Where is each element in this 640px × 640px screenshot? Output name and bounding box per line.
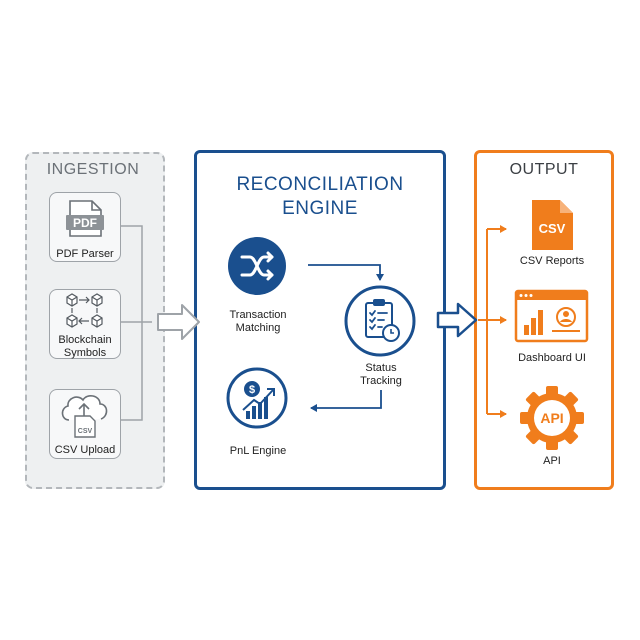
api-icon-text: API (540, 410, 563, 426)
transaction-matching-label: Transaction Matching (212, 309, 304, 335)
csv-reports-label: CSV Reports (519, 255, 585, 267)
engine-title: RECONCILIATION ENGINE (194, 173, 446, 221)
tracking-to-pnl-arrow (310, 390, 382, 412)
tracking-label-line-2: Tracking (360, 375, 402, 387)
api-gear-icon: API (520, 386, 584, 450)
pdf-parser-label: PDF Parser (56, 248, 114, 260)
output-connector (478, 225, 507, 418)
dollar-growth-chart-icon: $ (226, 367, 288, 429)
blockchain-cubes-icon (66, 293, 103, 328)
blockchain-label-line-2: Symbols (63, 347, 107, 359)
ingestion-connector (121, 225, 152, 421)
api-label: API (543, 455, 561, 467)
cloud-upload-csv-icon: CSV (61, 395, 108, 438)
blockchain-label-line-1: Blockchain (58, 334, 112, 346)
clipboard-clock-icon (344, 285, 416, 357)
pdf-icon-text: PDF (73, 216, 97, 230)
matching-label-line-2: Matching (235, 322, 281, 334)
ingestion-title: INGESTION (46, 161, 140, 178)
csv-upload-label: CSV Upload (54, 444, 116, 456)
csv-report-icon-text: CSV (539, 221, 566, 236)
output-title: OUTPUT (509, 161, 579, 178)
csv-file-icon: CSV (532, 200, 573, 250)
engine-title-line-1: RECONCILIATION (236, 174, 404, 195)
tracking-label-line-1: Status (365, 362, 397, 374)
csv-upload-icon-text: CSV (78, 428, 93, 435)
pnl-engine-label: PnL Engine (229, 445, 287, 457)
blockchain-symbols-card[interactable] (49, 289, 121, 359)
dashboard-ui-label: Dashboard UI (518, 352, 586, 364)
blockchain-symbols-label: Blockchain Symbols (40, 334, 130, 360)
engine-title-line-2: ENGINE (282, 198, 358, 219)
pnl-dollar-text: $ (249, 384, 255, 396)
shuffle-icon (228, 237, 286, 295)
matching-to-tracking-arrow (308, 264, 384, 281)
dashboard-window-icon (514, 289, 589, 343)
status-tracking-label: Status Tracking (335, 362, 427, 388)
matching-label-line-1: Transaction (229, 309, 287, 321)
ingestion-to-engine-arrow (157, 304, 200, 340)
pdf-file-icon: PDF (66, 200, 104, 237)
engine-to-output-arrow (436, 302, 478, 338)
